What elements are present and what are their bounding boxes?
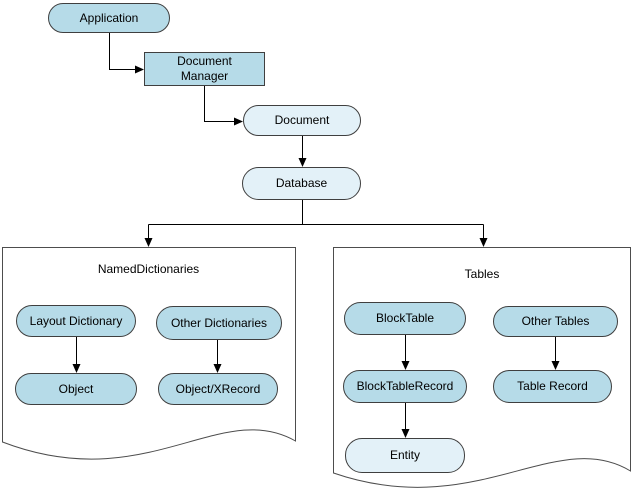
connector-documentmanager-document [204,86,234,122]
arrowhead-down-blocktablerecord [401,361,410,370]
arrowhead-right-documentmanager [135,65,144,74]
node-object: Object [15,373,137,405]
node-table-record-label: Table Record [517,379,588,393]
node-object-label: Object [58,381,94,396]
connectors [76,33,556,429]
group-nameddictionaries-outline [2,247,296,460]
arrowhead-right-document [234,117,243,126]
node-other-tables: Other Tables [490,303,621,337]
node-layout-dictionary-label: Layout Dictionary [29,313,123,328]
node-object-xrecord: Object/XRecord [158,373,278,405]
node-block-table-label: BlockTable [375,311,435,325]
node-application-label: Application [79,10,139,25]
node-table-record: Table Record [493,370,612,403]
node-document-manager: Document Manager [144,52,265,86]
node-document-manager-label: Document Manager [177,54,232,83]
arrowhead-down-tablerecord [551,361,560,370]
arrowhead-down-entity [401,429,410,438]
arrowhead-down-objectxrecord [213,364,222,373]
node-block-table-record: BlockTableRecord [343,370,467,403]
node-document: Document [243,105,361,136]
node-other-dictionaries-label: Other Dictionaries [170,315,268,330]
node-layout-dictionary: Layout Dictionary [16,305,136,337]
node-entity: Entity [345,438,465,473]
node-block-table-record-label: BlockTableRecord [356,379,454,393]
arrowheads [72,65,560,438]
node-other-dictionaries: Other Dictionaries [153,303,285,340]
node-entity-label: Entity [389,448,420,462]
node-object-xrecord-label: Object/XRecord [175,381,261,396]
connector-application-documentmanager [109,33,135,70]
group-title-tables: Tables [464,267,500,281]
node-other-tables-label: Other Tables [521,314,590,328]
node-document-label: Document [274,113,330,127]
node-block-table: BlockTable [344,302,466,335]
node-database: Database [242,167,361,200]
arrowhead-down-tables [479,238,488,247]
group-title-nameddictionaries: NamedDictionaries [97,262,200,276]
node-application: Application [48,3,170,33]
node-database-label: Database [275,176,328,190]
arrowhead-down-nameddictionaries [144,238,153,247]
connector-database-split [148,200,484,238]
arrowhead-down-object [72,364,81,373]
arrowhead-down-database [298,158,307,167]
